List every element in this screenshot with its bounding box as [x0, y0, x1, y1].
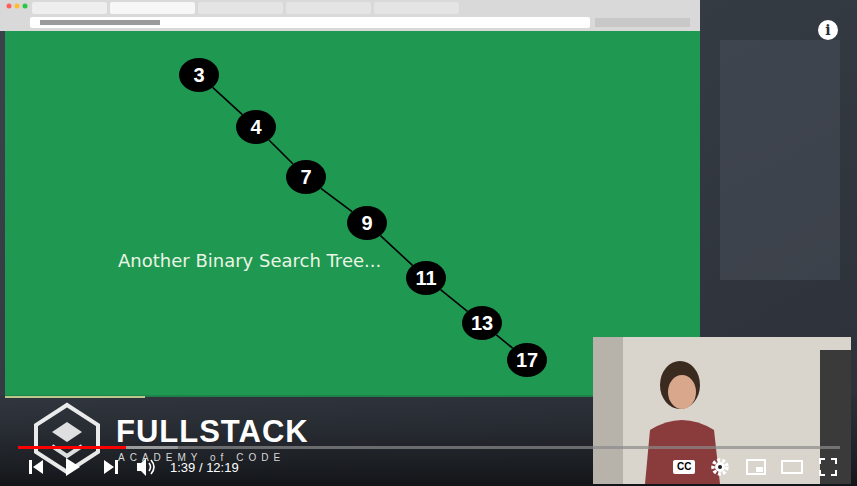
info-button: i [818, 20, 838, 40]
node-value: 9 [361, 213, 372, 233]
logo-diamond [52, 422, 82, 442]
slide-progress [5, 396, 145, 398]
extension-icons [595, 18, 690, 27]
browser-chrome [0, 0, 700, 31]
next-icon [104, 460, 118, 474]
browser-tab [374, 2, 459, 14]
node-value: 17 [516, 350, 538, 370]
progress-played [18, 446, 126, 449]
captions-button: CC [673, 460, 695, 474]
webcam-inset [593, 337, 851, 484]
previous-icon [29, 460, 43, 474]
fullscreen-icon [820, 459, 836, 475]
gear-body [715, 462, 725, 472]
tree-edge [269, 140, 293, 164]
presenter-face [668, 375, 696, 409]
tree-node: 4 [236, 110, 276, 144]
miniplayer-inner [756, 467, 763, 472]
window-button [15, 4, 20, 9]
tree-node: 3 [179, 58, 219, 92]
tree-edge [380, 236, 412, 266]
node-value: 4 [250, 117, 261, 137]
settings-icon [713, 460, 727, 474]
slide-caption: Another Binary Search Tree... [118, 250, 381, 271]
browser-tab [32, 2, 107, 14]
node-value: 3 [193, 65, 204, 85]
tree-node: 11 [406, 261, 446, 295]
tree-edge [213, 87, 243, 114]
tree-node: 7 [286, 160, 326, 194]
webcam-door [593, 337, 623, 484]
tree-node: 9 [347, 206, 387, 240]
tree-edge [321, 188, 352, 211]
room-window [720, 40, 840, 280]
miniplayer-icon [747, 460, 765, 474]
window-button [7, 4, 12, 9]
browser-tab [286, 2, 371, 14]
address-bar [30, 17, 590, 28]
node-value: 7 [300, 167, 311, 187]
tree-node: 13 [462, 306, 502, 340]
presenter-shirt [645, 420, 720, 484]
logo-wordmark: FULLSTACK [116, 414, 309, 450]
presenter-hair [660, 361, 700, 409]
browser-tab [110, 2, 195, 14]
gear-hole [718, 465, 722, 469]
node-value: 11 [415, 268, 436, 288]
gear-teeth [713, 460, 727, 474]
video-time: 1:39 / 12:19 [170, 460, 239, 475]
tree-edge [441, 290, 468, 312]
tree-edge [496, 335, 512, 348]
url-text [40, 20, 160, 25]
browser-tab [198, 2, 283, 14]
play-icon [66, 458, 80, 476]
node-value: 13 [471, 313, 493, 333]
tree-node: 17 [507, 343, 547, 377]
webcam-wall [593, 337, 851, 484]
webcam-door [820, 350, 851, 484]
window-button [23, 4, 28, 9]
theater-icon [782, 461, 802, 473]
